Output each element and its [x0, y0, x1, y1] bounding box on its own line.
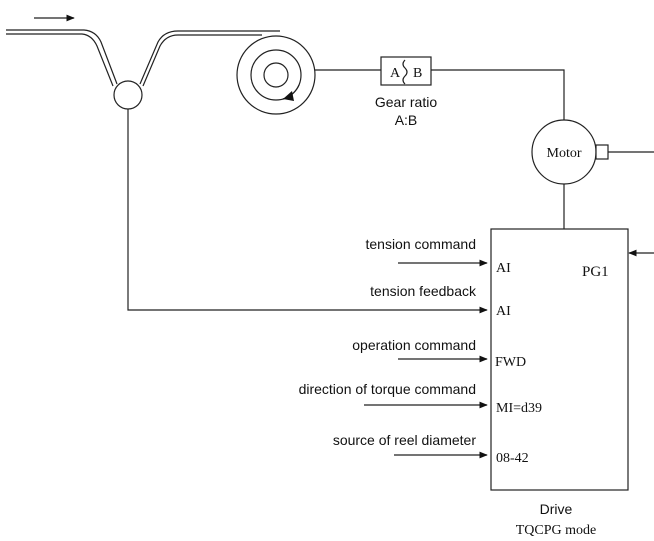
signal-label-tension-command: tension command [365, 236, 476, 252]
gear-box-b-label: B [413, 66, 422, 81]
drive-title: Drive [540, 501, 573, 517]
signal-label-direction-of-torque-command: direction of torque command [299, 381, 476, 397]
signal-label-tension-feedback: tension feedback [370, 283, 477, 299]
drive-pg-label: PG1 [582, 264, 609, 280]
drive-mode: TQCPG mode [516, 523, 597, 538]
terminal-label-ai-1: AI [496, 261, 511, 276]
reel-rotation-arrow [283, 91, 294, 101]
web-material-path [6, 29, 280, 85]
dancer-roller [113, 80, 143, 110]
gear-ratio-title: Gear ratio [375, 94, 437, 110]
terminal-label-08-42: 08-42 [496, 451, 529, 466]
tension-feedback-line [127, 109, 488, 314]
encoder [595, 144, 609, 160]
motor-label: Motor [547, 146, 582, 161]
gear-ratio-value: A:B [395, 112, 418, 128]
gear-box: A B [380, 56, 432, 86]
signal-label-source-of-reel-diameter: source of reel diameter [333, 432, 477, 448]
signal-label-operation-command: operation command [352, 337, 476, 353]
terminal-label-ai-2: AI [496, 304, 511, 319]
drive-box [490, 228, 629, 491]
terminal-label-mi-d39: MI=d39 [496, 401, 542, 416]
reel [236, 35, 316, 115]
terminal-label-fwd: FWD [495, 355, 526, 370]
gear-box-a-label: A [390, 66, 401, 81]
